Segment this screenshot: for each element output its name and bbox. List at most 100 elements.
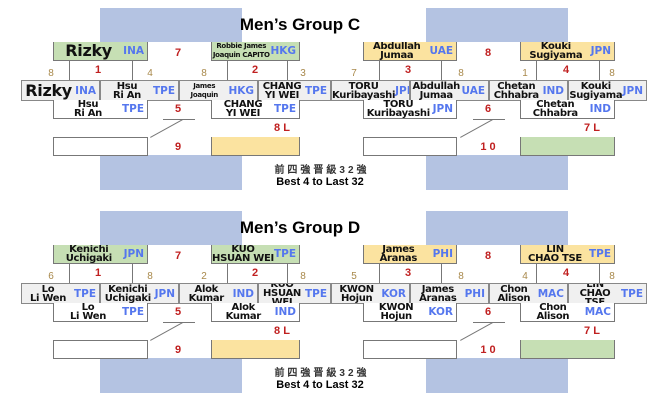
seed-rank: 8 — [458, 271, 464, 282]
country-code: HKG — [270, 45, 296, 57]
match-number: 3 — [404, 267, 412, 279]
seed-rank: 8 — [201, 68, 207, 79]
player-name: Rizky — [25, 80, 72, 100]
country-code: KOR — [381, 287, 406, 300]
seed-rank: 2 — [201, 271, 207, 282]
loser-label-7: 7 L — [584, 122, 600, 134]
country-code: TPE — [121, 306, 144, 318]
country-code: JPN — [154, 287, 175, 300]
country-code: JPN — [590, 45, 611, 57]
country-code: TPE — [588, 248, 611, 260]
player-name: Chetan Chhabra — [493, 80, 539, 101]
caption-english: Best 4 to Last 32 — [276, 379, 364, 391]
match-number: 1 — [94, 64, 102, 76]
match-label-5: 5 — [174, 103, 182, 115]
connector-line — [287, 61, 288, 80]
player-name: Alok Kumar — [225, 303, 262, 322]
match-label-10: 1 0 — [480, 344, 496, 356]
country-code: INA — [123, 45, 144, 57]
seed-rank: 4 — [522, 271, 528, 282]
country-code: IND — [274, 306, 296, 318]
player-name: KWON Hojun — [378, 303, 414, 322]
country-code: IND — [589, 103, 611, 115]
second-slot[interactable]: Chetan Chhabra IND — [520, 100, 615, 119]
match-label-8: 8 — [484, 250, 492, 262]
country-code: TPE — [273, 103, 296, 115]
player-name: TORU Kuribayashi — [332, 80, 396, 101]
player-name: James Aranas — [419, 283, 457, 304]
seed-rank: 8 — [147, 271, 153, 282]
match-10-slot — [363, 137, 457, 156]
connector-line — [69, 264, 70, 283]
blue-band — [100, 358, 242, 393]
loser-label-8: 8 L — [274, 122, 290, 134]
country-code: MAC — [584, 306, 611, 318]
player-name: Rizky — [65, 42, 112, 60]
player-name: Lo Li Wen — [29, 283, 67, 304]
country-code: JPN — [123, 248, 144, 260]
player-name: Kouki Sugiyama — [529, 42, 583, 61]
seed-rank: 6 — [48, 271, 54, 282]
player-name: KUO HSUAN WEI — [262, 283, 301, 304]
country-code: UAE — [429, 45, 453, 57]
connector-line — [441, 61, 442, 80]
match-label-7: 7 — [174, 47, 182, 59]
connector-line — [132, 61, 133, 80]
match-label-8: 8 — [484, 47, 492, 59]
diagonal-connector — [150, 322, 183, 341]
player-name: CHANG YI WEI — [223, 100, 263, 119]
player-name: CHANG YI WEI — [262, 80, 302, 101]
seed-rank: 4 — [147, 68, 153, 79]
blue-band — [426, 155, 568, 190]
player-name: Abdullah Jumaa — [412, 80, 460, 101]
seed-rank: 1 — [522, 68, 528, 79]
match-label-6: 6 — [484, 306, 492, 318]
player-name: Chetan Chhabra — [532, 100, 578, 119]
connector-line — [536, 264, 537, 283]
country-code: UAE — [461, 84, 485, 97]
second-slot[interactable]: Alok Kumar IND — [211, 303, 300, 322]
match-label-5: 5 — [174, 306, 182, 318]
country-code: TPE — [620, 287, 643, 300]
loser-label-8: 8 L — [274, 325, 290, 337]
group-title: Men’s Group D — [239, 218, 361, 237]
final-slot[interactable]: Rizky INA — [53, 42, 148, 61]
player-name: KUO HSUAN WEI — [212, 245, 274, 264]
final-slot[interactable]: Kouki Sugiyama JPN — [520, 42, 615, 61]
blue-band — [426, 211, 568, 245]
match-10-slot — [363, 340, 457, 359]
seed-rank: 3 — [300, 68, 306, 79]
match-9-slot — [53, 340, 148, 359]
country-code: JPN — [432, 103, 453, 115]
match-number: 4 — [562, 64, 570, 76]
second-slot[interactable]: CHANG YI WEI TPE — [211, 100, 300, 119]
